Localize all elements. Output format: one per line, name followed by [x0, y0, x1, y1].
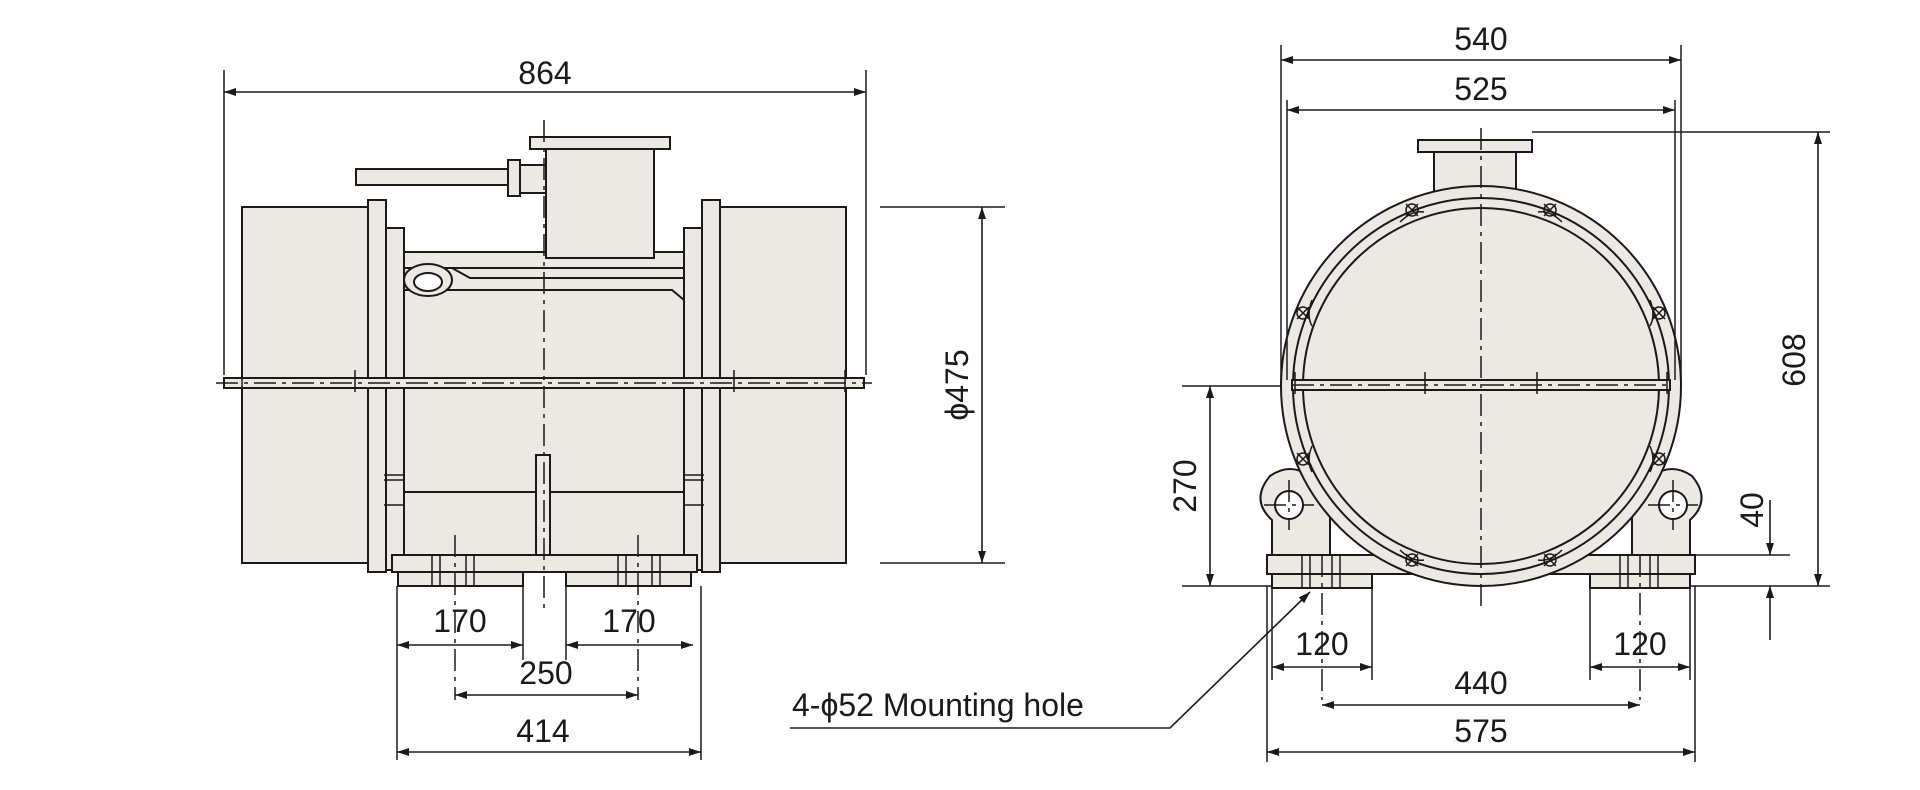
terminal-box — [545, 144, 655, 259]
mounting-hole-callout: 4-ϕ52 Mounting hole — [792, 687, 1084, 723]
front-side-bolts — [384, 474, 704, 506]
mounting-hole-leader — [790, 591, 1311, 729]
right-flange-inner — [683, 227, 703, 571]
dim-525: 525 — [1454, 71, 1507, 107]
dim-170-left: 170 — [433, 603, 486, 639]
front-bar-bolts — [241, 370, 846, 392]
dim-575: 575 — [1454, 713, 1507, 749]
side-terminal-box-lid — [1417, 139, 1533, 153]
dim-270: 270 — [1167, 459, 1203, 512]
dim-40: 40 — [1734, 492, 1770, 528]
front-top-rail — [404, 267, 685, 301]
cable-gland-body — [519, 164, 547, 194]
side-foot-bolts — [1301, 555, 1659, 588]
dim-120-left: 120 — [1295, 626, 1348, 662]
cable-gland-nut — [507, 159, 521, 197]
front-foot-bolts — [431, 555, 661, 586]
center-post — [535, 454, 551, 571]
dim-414: 414 — [516, 713, 569, 749]
dim-440: 440 — [1454, 665, 1507, 701]
left-flange-inner — [385, 227, 405, 571]
front-foot-right — [565, 571, 692, 587]
front-view: 864 ϕ475 170 170 250 414 — [216, 55, 1005, 760]
dim-608: 608 — [1776, 333, 1812, 386]
dim-864: 864 — [518, 55, 571, 91]
lifting-eye-inner — [413, 272, 443, 292]
dim-475: ϕ475 — [939, 349, 975, 420]
front-foot-left — [397, 571, 524, 587]
terminal-box-lid — [529, 136, 671, 150]
dim-540: 540 — [1454, 21, 1507, 57]
cable — [355, 168, 509, 186]
side-extension-lines — [1182, 45, 1830, 762]
dim-120-right: 120 — [1613, 626, 1666, 662]
side-bar-bolts — [1294, 372, 1668, 394]
front-extension-lines — [223, 70, 1005, 760]
dim-170-right: 170 — [602, 603, 655, 639]
side-view: 540 525 608 270 40 120 120 440 575 4-ϕ52… — [790, 21, 1830, 762]
front-foot-centerlines — [454, 535, 639, 700]
dim-250: 250 — [519, 655, 572, 691]
side-housing-bolts — [1296, 203, 1666, 567]
